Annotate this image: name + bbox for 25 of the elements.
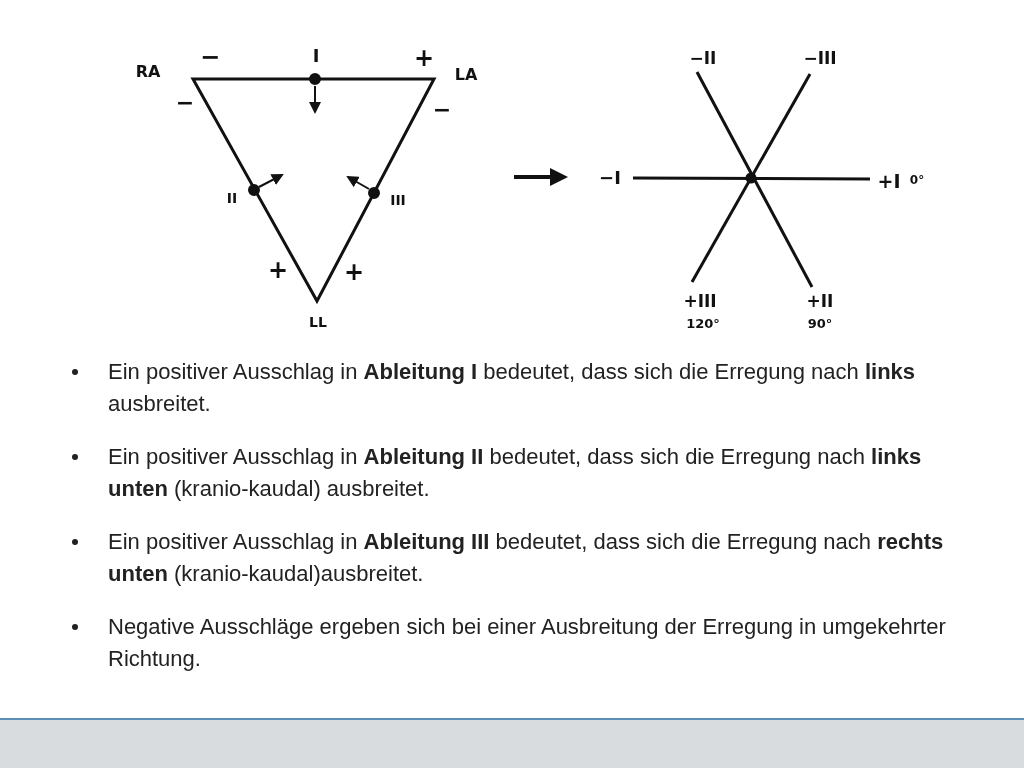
lead-label: − [432, 99, 452, 121]
angle-label: 90° [807, 316, 833, 330]
lead-label: + [413, 46, 435, 70]
lead-label: II [226, 191, 238, 205]
lead-label: −I [599, 169, 621, 187]
lead-label: + [267, 258, 289, 282]
lead-label: − [175, 92, 195, 114]
lead-label: LL [309, 315, 327, 329]
lead-label: +III [683, 292, 717, 310]
lead-label: RA [135, 64, 161, 80]
bullet-text: Ein positiver Ausschlag in Ableitung II bedeutet, dass sich die Erregung nach links unten (kranio-kaudal) ausbreitet. [108, 443, 923, 503]
bullet-text: Negative Ausschläge ergeben sich bei einer Ausbreitung der Erregung in umgekehrter Richtung. [108, 613, 947, 673]
angle-label: 0° [909, 174, 925, 186]
lead-label: +II [806, 292, 834, 310]
lead-label: −II [689, 49, 717, 67]
lead-label: −III [803, 49, 837, 67]
lead-label: + [343, 260, 365, 284]
lead-label: LA [454, 67, 478, 83]
lead-label: III [390, 193, 406, 207]
bullet-text: Ein positiver Ausschlag in Ableitung I bedeutet, dass sich die Erregung nach links ausbreitet. [108, 358, 917, 418]
lead-label: +I [877, 171, 901, 191]
lead-label: I [312, 47, 320, 65]
lead-label: − [199, 45, 221, 69]
bullet-text: Ein positiver Ausschlag in Ableitung III bedeutet, dass sich die Erregung nach rechts unten (kranio-kaudal)ausbreitet. [108, 528, 945, 588]
angle-label: 120° [686, 316, 720, 330]
